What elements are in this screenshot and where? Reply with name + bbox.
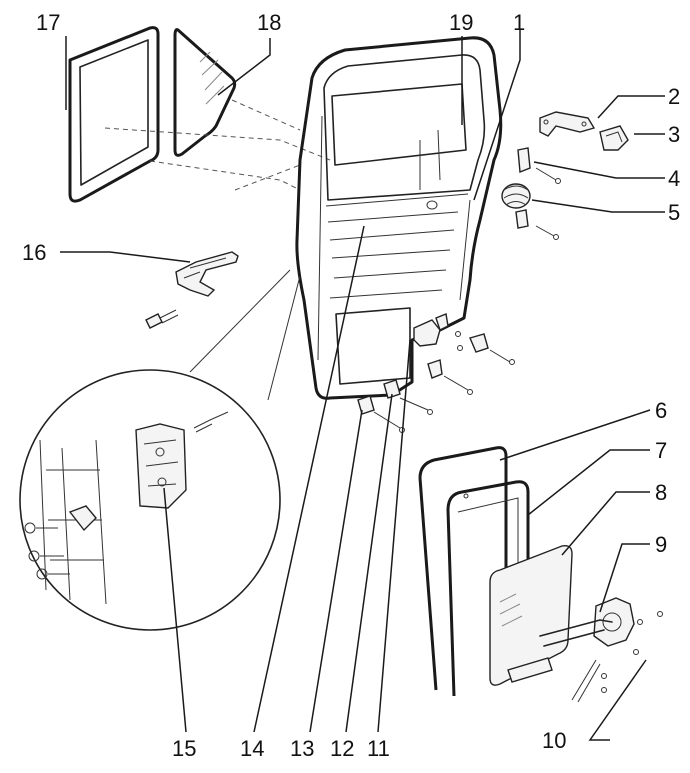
callout-12: 12	[330, 736, 354, 761]
hinge-2	[539, 111, 596, 137]
callout-3: 3	[668, 122, 680, 147]
lock-parts-11-13	[357, 313, 515, 433]
vent-glass-18	[173, 28, 237, 157]
cover-3	[599, 125, 629, 151]
leader-lines	[60, 30, 665, 741]
callout-6: 6	[655, 398, 667, 423]
rubber-boot-5	[501, 183, 559, 240]
callout-15: 15	[172, 736, 196, 761]
callout-10: 10	[542, 728, 566, 753]
callout-17: 17	[36, 10, 60, 35]
callout-19: 19	[449, 10, 473, 35]
callout-16: 16	[22, 240, 46, 265]
callout-14: 14	[240, 736, 264, 761]
callout-1: 1	[513, 10, 525, 35]
callout-2: 2	[668, 84, 680, 109]
callout-9: 9	[655, 532, 667, 557]
bracket-4	[517, 147, 561, 184]
callout-7: 7	[655, 438, 667, 463]
door-shell-1	[295, 36, 503, 400]
callout-13: 13	[290, 736, 314, 761]
callout-4: 4	[668, 166, 680, 191]
callout-8: 8	[655, 480, 667, 505]
window-seal-frame-17	[68, 26, 160, 203]
alignment-dashes-top	[104, 99, 331, 191]
callout-labels: 17 18 19 1 2 3 4 5 16 6 7 8 9 10 15 14 1…	[22, 10, 680, 761]
door-handle-16	[145, 251, 239, 329]
callout-18: 18	[257, 10, 281, 35]
callout-11: 11	[367, 736, 390, 761]
window-regulator-9	[507, 597, 663, 703]
lock-detail-circle	[19, 269, 301, 631]
glass-seal-6	[418, 446, 508, 691]
callout-5: 5	[668, 200, 680, 225]
